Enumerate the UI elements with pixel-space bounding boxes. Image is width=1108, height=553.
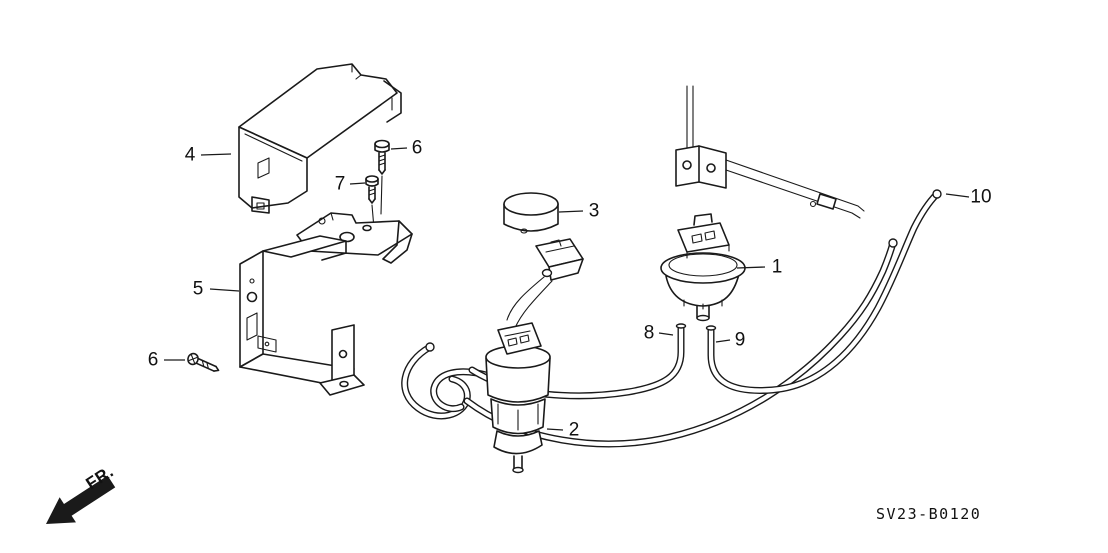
pipe-clamp	[816, 193, 837, 210]
callout-3: 3	[588, 200, 600, 222]
hose-9-10	[707, 190, 941, 394]
callout-2: 2	[568, 419, 580, 441]
part-4-cover-drawing	[238, 63, 402, 214]
leader-6-top	[390, 147, 408, 150]
leader-2	[546, 428, 564, 431]
leader-8	[658, 332, 674, 336]
part-1-valve-drawing	[660, 213, 746, 322]
callout-5: 5	[192, 278, 204, 300]
leader-5	[209, 288, 240, 292]
leader-3	[558, 210, 584, 213]
fr-arrow-icon	[46, 475, 116, 524]
hose-8-open-end	[675, 323, 687, 329]
leader-lines	[164, 147, 970, 431]
callout-4: 4	[184, 144, 196, 166]
callout-10: 10	[970, 186, 992, 208]
callout-8: 8	[643, 322, 655, 344]
leader-7	[349, 182, 366, 185]
callout-7: 7	[334, 173, 346, 195]
callout-1: 1	[771, 256, 783, 278]
part-6-bolt-top-drawing	[374, 139, 390, 215]
part-2-valve-assembly-drawing	[485, 322, 551, 474]
pipe-bracket-drawing	[675, 85, 865, 219]
hose-9-open-end	[705, 325, 717, 331]
part-5-bracket-drawing	[239, 235, 365, 396]
wire	[514, 280, 553, 329]
part-6-screw-bottom-drawing	[187, 352, 220, 372]
leader-9	[715, 339, 731, 343]
wire-connector-drawing	[506, 238, 584, 329]
callout-6-top: 6	[411, 137, 423, 159]
diagram-code: SV23-B0120	[876, 505, 982, 523]
leader-4	[200, 153, 232, 156]
leader-10	[945, 193, 970, 198]
wire	[506, 276, 545, 321]
callout-9: 9	[734, 329, 746, 351]
leader-1	[736, 266, 766, 269]
hose-10-open-end	[932, 189, 942, 199]
callout-6-bottom: 6	[147, 349, 159, 371]
vacuum-hoses-drawing	[401, 189, 942, 448]
part-3-cap-drawing	[503, 192, 559, 234]
